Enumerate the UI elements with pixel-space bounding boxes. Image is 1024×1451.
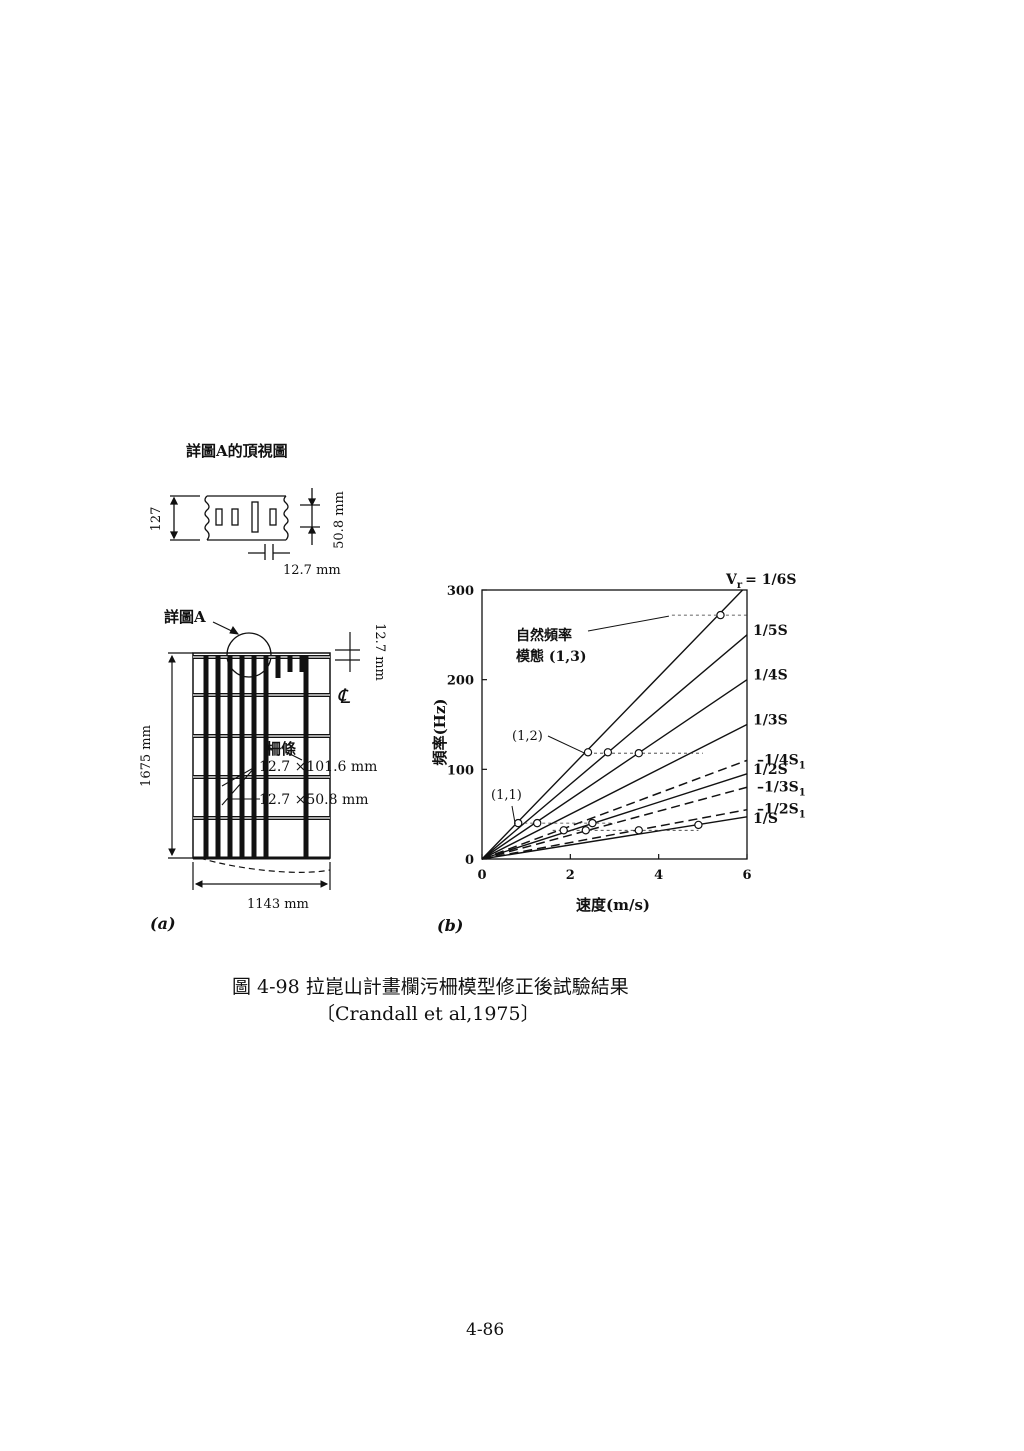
data-point-7 xyxy=(581,826,590,835)
annotation-leader-0 xyxy=(587,615,670,632)
data-point-3 xyxy=(634,748,643,758)
annotation-leader-2 xyxy=(547,735,586,754)
bar-size-1: 12.7 ×101.6 mm xyxy=(259,759,377,775)
series-label-3: 1/2S xyxy=(753,762,788,778)
centerline-symbol: ℄ xyxy=(337,684,351,708)
data-point-0 xyxy=(716,610,725,620)
series-label-0: 1/5S xyxy=(753,623,788,639)
annotation-natural-freq: 自然頻率 xyxy=(516,627,572,644)
data-point-6 xyxy=(559,826,568,835)
y-tick-label-3: 300 xyxy=(447,584,474,599)
bar-label: 柵條 xyxy=(266,740,297,758)
series-label-4: 1/S xyxy=(753,811,778,827)
series-label-5: –1/4S1 xyxy=(757,752,806,771)
y-tick-label-2: 200 xyxy=(447,674,474,689)
series-label-2: 1/3S xyxy=(753,713,788,729)
data-point-5 xyxy=(533,818,542,828)
data-point-2 xyxy=(603,748,613,757)
series-label-1: 1/4S xyxy=(753,668,788,684)
y-tick-label-0: 0 xyxy=(465,853,474,868)
dim-50-8: 50.8 mm xyxy=(332,491,347,549)
x-axis-label: 速度(m/s) xyxy=(576,896,650,914)
series-line-2 xyxy=(481,679,748,860)
data-point-4 xyxy=(514,818,523,828)
data-point-10 xyxy=(694,820,703,830)
series-line-3 xyxy=(481,723,748,860)
series-label-6: –1/3S1 xyxy=(757,779,806,798)
detail-top-view xyxy=(169,488,320,560)
x-tick-label-1: 2 xyxy=(566,868,575,883)
series-line-0 xyxy=(481,589,744,860)
data-point-8 xyxy=(588,818,597,828)
y-tick-label-1: 100 xyxy=(447,763,474,778)
height-dim: 1675 mm xyxy=(139,725,154,787)
x-tick-label-0: 0 xyxy=(477,868,486,883)
series-line-8 xyxy=(481,808,748,860)
annotation-leader-3 xyxy=(511,805,516,825)
annotation-mode-1-1: (1,1) xyxy=(491,788,522,803)
x-tick-label-2: 4 xyxy=(654,868,663,883)
rack-drawing xyxy=(168,621,360,890)
data-point-9 xyxy=(634,826,643,835)
panel-b-label: (b) xyxy=(437,916,464,935)
vr-label: Vr= 1/6S xyxy=(725,572,796,591)
dim-12-7-bottom: 12.7 mm xyxy=(283,563,341,578)
data-point-1 xyxy=(583,748,593,757)
series-line-7 xyxy=(481,786,748,860)
series-line-6 xyxy=(481,759,748,860)
series-line-4 xyxy=(481,773,748,860)
x-tick-label-3: 6 xyxy=(742,868,751,883)
y-axis-label: 頻率(Hz) xyxy=(431,699,449,766)
panel-a-label: (a) xyxy=(150,914,176,933)
figure-citation: 〔Crandall et al,1975〕 xyxy=(316,1003,540,1025)
dim-127: 127 xyxy=(149,507,164,532)
figure-caption: 圖 4-98 拉崑山計畫欄污柵模型修正後試驗結果 xyxy=(232,976,629,998)
page-number: 4-86 xyxy=(466,1320,505,1340)
series-line-5 xyxy=(481,816,748,860)
detail-a-label: 詳圖A xyxy=(164,608,206,626)
annotation-mode-1-3: 模態 (1,3) xyxy=(516,648,586,665)
detail-title: 詳圖A的頂視圖 xyxy=(186,442,288,460)
series-line-1 xyxy=(481,634,748,860)
annotation-mode-1-2: (1,2) xyxy=(512,729,543,744)
dim-12-7-right: 12.7 mm xyxy=(372,623,387,681)
bar-size-2: 12.7 ×50.8 mm xyxy=(259,792,369,808)
series-label-7: –1/2S1 xyxy=(757,802,806,821)
width-dim: 1143 mm xyxy=(247,897,309,912)
